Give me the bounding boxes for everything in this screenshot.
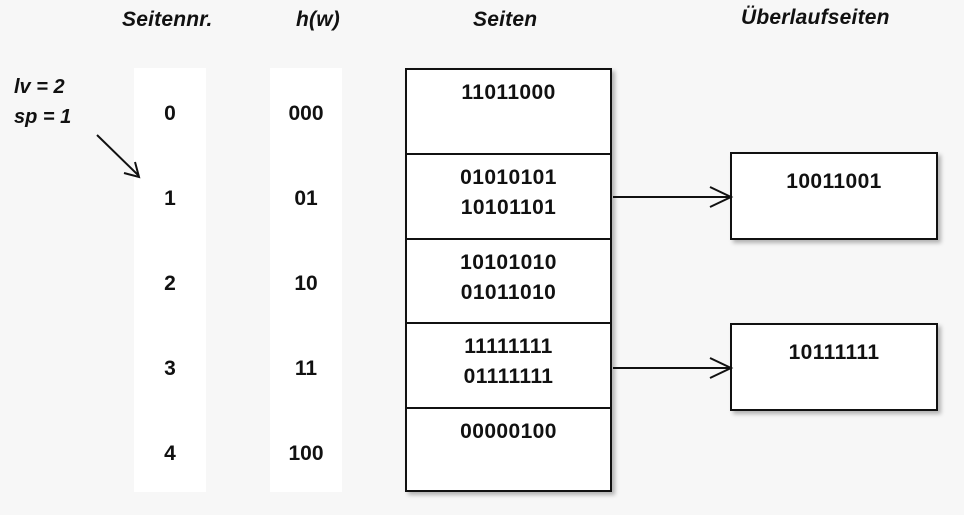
seitennr-cell: 0 bbox=[164, 102, 176, 125]
seiten-entry: 01111111 bbox=[463, 365, 554, 389]
seiten-table: 11011000 01010101 10101101 10101010 0101… bbox=[405, 68, 612, 492]
column-header-ueberlaufseiten: Überlaufseiten bbox=[741, 6, 890, 29]
seiten-entry: 01011010 bbox=[460, 280, 557, 304]
overflow-entry: 10111111 bbox=[788, 341, 880, 364]
seiten-row: 11011000 bbox=[407, 70, 610, 155]
overflow-arrow-row1 bbox=[613, 186, 734, 208]
column-header-seiten: Seiten bbox=[473, 8, 538, 31]
seiten-row: 00000100 bbox=[407, 409, 610, 494]
hw-cell: 11 bbox=[294, 357, 318, 380]
seiten-row: 10101010 01011010 bbox=[407, 240, 610, 325]
seitennr-cell: 4 bbox=[164, 442, 176, 465]
seiten-entry: 01010101 bbox=[460, 165, 557, 189]
overflow-entry: 10011001 bbox=[786, 170, 882, 193]
seiten-entry: 11111111 bbox=[464, 335, 553, 359]
hw-cell: 10 bbox=[294, 272, 318, 295]
column-header-hw: h(w) bbox=[296, 8, 340, 31]
seiten-entry: 10101101 bbox=[460, 195, 557, 219]
hw-cell: 000 bbox=[288, 102, 324, 125]
column-hw: 000 01 10 11 100 bbox=[270, 68, 342, 492]
hw-cell: 100 bbox=[288, 442, 324, 465]
overflow-box: 10011001 bbox=[730, 152, 938, 240]
overflow-box: 10111111 bbox=[730, 323, 938, 411]
column-header-seitennr: Seitennr. bbox=[122, 8, 213, 31]
hw-cell: 01 bbox=[294, 187, 318, 210]
overflow-arrow-row3 bbox=[613, 357, 734, 379]
param-sp: sp = 1 bbox=[14, 106, 72, 128]
seiten-entry: 11011000 bbox=[461, 81, 556, 104]
seiten-entry: 00000100 bbox=[460, 420, 557, 444]
seitennr-cell: 1 bbox=[164, 187, 176, 210]
seitennr-cell: 3 bbox=[164, 357, 176, 380]
column-seitennr: 0 1 2 3 4 bbox=[134, 68, 206, 492]
param-pointer-arrow bbox=[96, 134, 141, 179]
seiten-row: 01010101 10101101 bbox=[407, 155, 610, 240]
param-lv: lv = 2 bbox=[14, 76, 65, 98]
seitennr-cell: 2 bbox=[164, 272, 176, 295]
parameter-annotation: lv = 2 sp = 1 bbox=[14, 72, 71, 132]
seiten-entry: 10101010 bbox=[460, 250, 557, 274]
seiten-row: 11111111 01111111 bbox=[407, 324, 610, 410]
